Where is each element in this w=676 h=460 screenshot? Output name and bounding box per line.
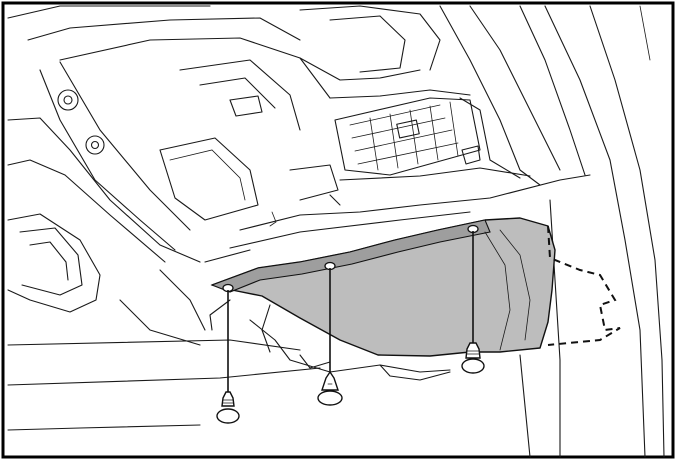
clip-right <box>461 231 485 374</box>
clip-left-head <box>216 408 240 424</box>
panel-flange <box>210 219 491 293</box>
clip-left-shank <box>221 391 235 407</box>
lower-cover-panel <box>210 217 556 357</box>
clip-right-head <box>461 358 485 374</box>
dashboard-lineart <box>7 5 665 458</box>
vent-grille <box>334 97 481 176</box>
clip-center-head <box>317 390 343 406</box>
hidden-edge-dashed <box>547 225 621 346</box>
clip-center <box>317 268 343 406</box>
clip-right-shank <box>465 342 481 359</box>
clip-left <box>216 290 240 424</box>
clip-center-shank <box>321 370 339 391</box>
